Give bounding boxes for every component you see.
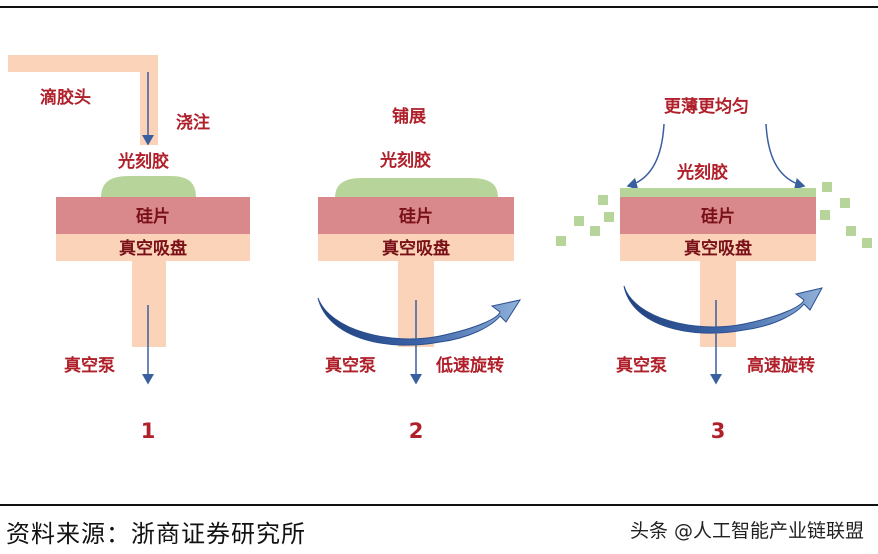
wafer (620, 197, 816, 234)
pump-label: 真空泵 (325, 355, 376, 376)
vacuum-chuck (56, 234, 250, 261)
step-number-2: 2 (409, 419, 424, 443)
photoresist-thin-film (620, 188, 816, 197)
bottom-rule (0, 504, 878, 506)
step-number-3: 3 (711, 419, 726, 443)
dispenser-label: 滴胶头 (40, 87, 91, 108)
chuck-label: 真空吸盘 (119, 238, 187, 259)
left-spread-arrow (626, 123, 665, 190)
photoresist-label: 光刻胶 (379, 150, 431, 171)
top-rule (0, 6, 878, 8)
right-spread-arrow (765, 123, 806, 190)
panel-1: 滴胶头 浇注 光刻胶 硅片 真空吸盘 真空泵 1 (8, 55, 250, 443)
chuck-label: 真空吸盘 (684, 238, 752, 259)
pour-label: 浇注 (176, 112, 210, 133)
rotation-label: 高速旋转 (747, 355, 815, 376)
pump-label: 真空泵 (64, 355, 115, 376)
panel-3: 更薄更均匀 光刻胶 硅片 真空吸盘 真空泵 高速旋转 3 (556, 96, 872, 443)
vacuum-chuck (318, 234, 514, 261)
wafer-label: 硅片 (399, 206, 433, 227)
watermark: 头条 @人工智能产业链联盟 (629, 520, 864, 542)
high-speed-rotation-arrow (623, 285, 823, 334)
thinner-label: 更薄更均匀 (664, 96, 749, 117)
wafer-label: 硅片 (136, 206, 170, 227)
chuck-label: 真空吸盘 (382, 238, 450, 259)
spin-coating-diagram: 滴胶头 浇注 光刻胶 硅片 真空吸盘 真空泵 1 铺展 光刻胶 硅片 真空吸盘 … (8, 55, 872, 443)
low-speed-rotation-arrow (317, 297, 522, 346)
panel-2: 铺展 光刻胶 硅片 真空吸盘 真空泵 低速旋转 2 (317, 106, 522, 443)
spindle (700, 261, 736, 347)
source-caption: 资料来源：浙商证券研究所 (6, 520, 306, 548)
pump-label: 真空泵 (616, 355, 667, 376)
vacuum-chuck (620, 234, 816, 261)
rotation-label: 低速旋转 (435, 355, 504, 376)
wafer (56, 197, 250, 234)
step-number-1: 1 (141, 419, 156, 443)
photoresist-label: 光刻胶 (117, 151, 169, 172)
spindle (132, 261, 166, 347)
wafer-label: 硅片 (701, 206, 735, 227)
photoresist-label: 光刻胶 (676, 162, 728, 183)
photoresist-spread (335, 178, 498, 198)
spread-label: 铺展 (392, 106, 426, 127)
flung-resist-particles (556, 182, 872, 248)
wafer (318, 197, 514, 234)
photoresist-droplet (101, 176, 196, 198)
